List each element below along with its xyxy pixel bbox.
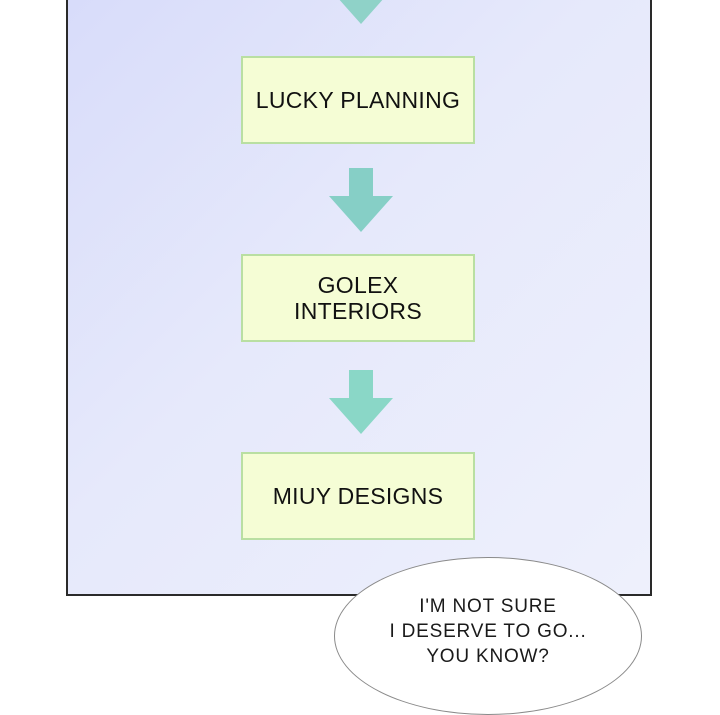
comic-panel: LUCKY PLANNING GOLEX INTERIORS MIUY DESI…	[66, 0, 652, 596]
flowchart-step-golex-interiors: GOLEX INTERIORS	[241, 254, 475, 342]
down-arrow-icon	[329, 168, 393, 232]
down-arrow-icon	[339, 0, 383, 24]
flowchart-step-miuy-designs: MIUY DESIGNS	[241, 452, 475, 540]
step-label: MIUY DESIGNS	[272, 483, 444, 509]
step-label-line: GOLEX	[317, 272, 399, 298]
down-arrow-icon	[329, 370, 393, 434]
speech-line: YOU KNOW?	[426, 646, 550, 667]
speech-line: I'M NOT SURE	[419, 596, 557, 617]
speech-line: I DESERVE TO GO...	[389, 621, 587, 642]
speech-bubble-text: I'M NOT SURE I DESERVE TO GO... YOU KNOW…	[334, 594, 642, 669]
step-label: LUCKY PLANNING	[255, 87, 461, 113]
flowchart-step-lucky-planning: LUCKY PLANNING	[241, 56, 475, 144]
speech-bubble	[334, 557, 642, 715]
step-label-line: INTERIORS	[294, 298, 422, 324]
